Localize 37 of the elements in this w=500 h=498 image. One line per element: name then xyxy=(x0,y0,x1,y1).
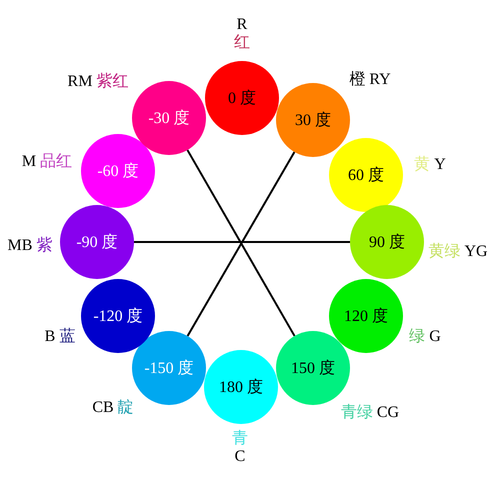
color-name-label: 黄绿 xyxy=(428,243,460,261)
color-name-label: 品红 xyxy=(40,153,72,171)
degree-label: -60 度 xyxy=(97,162,139,182)
connector-line xyxy=(134,241,350,243)
color-name-label: 紫 xyxy=(36,237,52,255)
color-name-label: 绿 xyxy=(409,328,426,346)
color-name-label: 青绿 xyxy=(340,404,373,422)
color-name-label: G xyxy=(429,328,441,346)
color-name-label: B xyxy=(44,328,56,346)
color-name-label: 蓝 xyxy=(59,328,76,346)
color-name-label: 紫红 xyxy=(96,73,128,91)
color-name-label: 靛 xyxy=(118,399,134,417)
degree-label: -90 度 xyxy=(76,232,118,252)
degree-label: 120 度 xyxy=(344,306,388,326)
color-name-label: RM xyxy=(68,73,92,91)
degree-label: -30 度 xyxy=(148,108,190,128)
color-name-label: CB xyxy=(92,399,114,417)
color-name-label: MB xyxy=(8,237,32,255)
degree-label: -120 度 xyxy=(93,306,143,326)
degree-label: 30 度 xyxy=(295,110,331,130)
color-name-label: 橙 xyxy=(349,71,366,89)
color-name-label: 青 xyxy=(232,430,248,448)
degree-label: 60 度 xyxy=(348,166,384,186)
degree-label: 150 度 xyxy=(291,358,335,378)
color-name-label: YG xyxy=(464,243,488,261)
color-name-label: M xyxy=(22,153,36,171)
color-name-label: Y xyxy=(434,156,446,174)
color-name-label: 黄 xyxy=(414,156,430,174)
color-name-label: RY xyxy=(369,71,391,89)
degree-label: 0 度 xyxy=(228,88,256,108)
degree-label: 90 度 xyxy=(369,232,405,252)
degree-label: -150 度 xyxy=(144,358,194,378)
color-name-label: 红 xyxy=(234,34,250,52)
degree-label: 180 度 xyxy=(219,378,263,398)
color-name-label: R xyxy=(236,16,248,34)
color-name-label: CG xyxy=(376,404,400,422)
color-name-label: C xyxy=(234,448,246,466)
